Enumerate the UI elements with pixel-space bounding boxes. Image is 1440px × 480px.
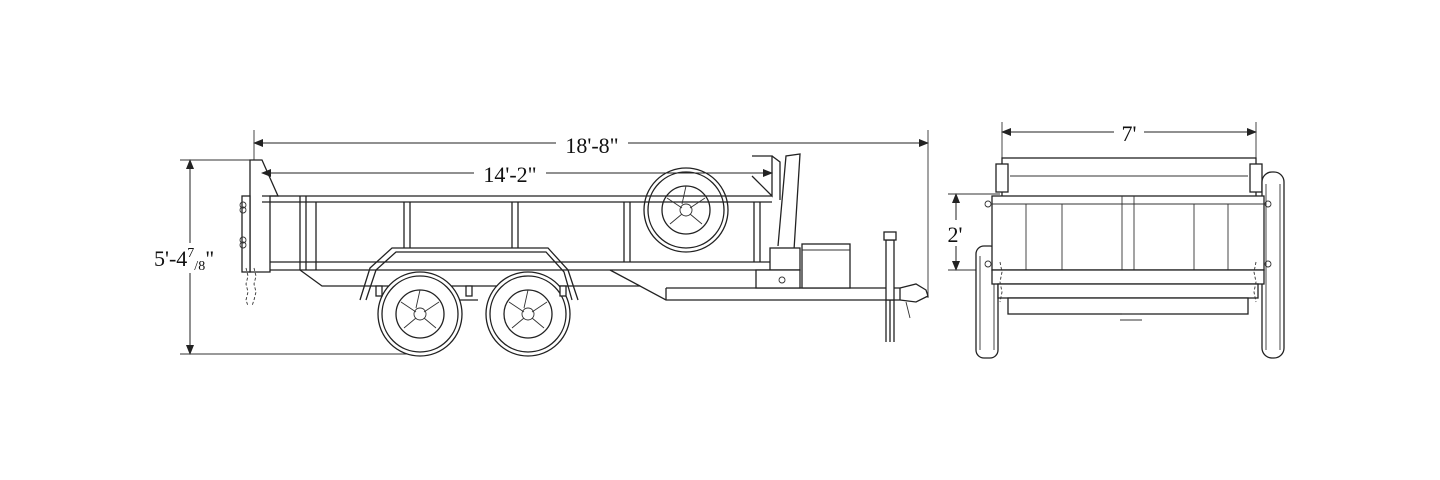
spare-tire bbox=[643, 167, 729, 253]
overall-height-label: 5'-47/8" bbox=[154, 246, 214, 274]
side-height-label: 2' bbox=[948, 222, 963, 247]
end-box bbox=[991, 195, 1265, 271]
end-view: 7' 2' bbox=[940, 120, 1285, 359]
coupler bbox=[899, 283, 929, 319]
suspension bbox=[375, 285, 567, 301]
bed-side-wall bbox=[262, 195, 772, 271]
end-right-tire bbox=[1261, 171, 1285, 359]
overall-height-dimension: 5'-47/8" bbox=[150, 159, 410, 355]
side-height-dimension: 2' bbox=[940, 193, 1000, 271]
tongue-jack bbox=[883, 231, 897, 342]
side-view: 18'-8" 14'-2" 5'-47/8" bbox=[150, 130, 929, 357]
overall-length-dimension: 18'-8" bbox=[253, 130, 929, 298]
overall-width-label: 7' bbox=[1122, 121, 1137, 146]
front-headboard bbox=[751, 155, 781, 200]
end-frame bbox=[991, 269, 1265, 321]
rear-wheel bbox=[377, 271, 463, 357]
bed-length-dimension: 14'-2" bbox=[261, 162, 773, 187]
front-wheel bbox=[485, 271, 571, 357]
bed-length-label: 14'-2" bbox=[483, 162, 536, 187]
hydraulic-cylinder bbox=[755, 153, 801, 289]
rear-tailgate bbox=[239, 159, 280, 307]
fender bbox=[359, 247, 579, 301]
overall-width-dimension: 7' bbox=[1001, 120, 1257, 160]
end-headboard bbox=[995, 157, 1263, 199]
pump-box bbox=[801, 243, 851, 289]
end-chains bbox=[984, 200, 1272, 303]
overall-length-label: 18'-8" bbox=[565, 133, 618, 158]
